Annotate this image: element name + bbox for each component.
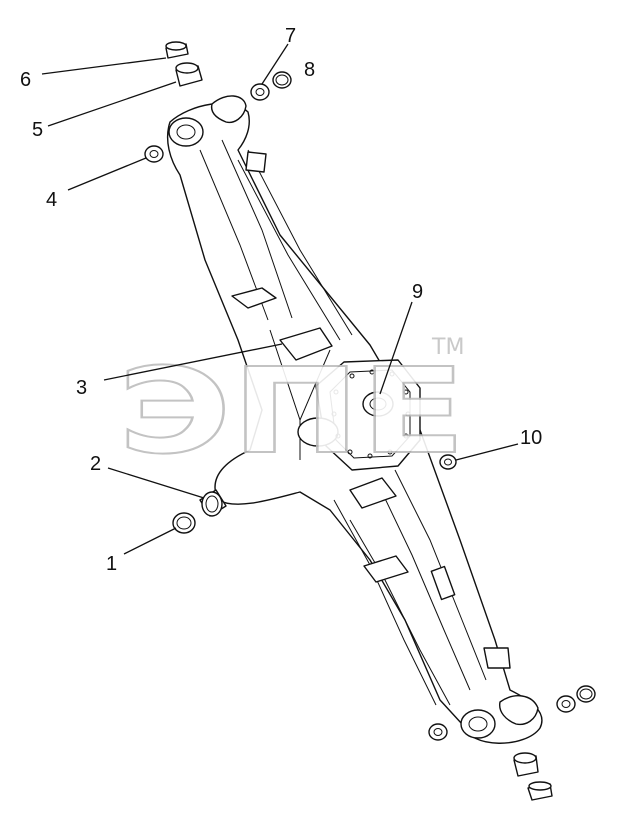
callout-4: 4 [46,189,57,211]
part-10-washer [439,454,457,470]
leader-lines [41,43,519,555]
housing-bolt-holes [331,369,411,459]
watermark-text: ЭПЕ [118,342,466,480]
callout-7: 7 [285,25,296,47]
part-1-ring [172,512,196,534]
callout-1: 1 [106,553,117,575]
callout-2: 2 [90,453,101,475]
axle-beam [166,95,543,744]
lower-cap [527,781,553,801]
part-6-cap [165,41,189,59]
callout-6: 6 [20,69,31,91]
part-5-bushing [175,62,203,87]
callout-labels: 6 5 4 7 8 9 3 2 1 10 [20,25,542,575]
callout-9: 9 [412,281,423,303]
watermark: ЭПЕ TM [117,335,467,481]
part-8-ring [272,71,292,89]
lower-washer-right [556,685,596,713]
lower-bushing [513,752,539,777]
watermark-tm: TM [431,335,464,360]
part-2-bushing [199,489,227,517]
part-7-washer [250,83,270,101]
callout-8: 8 [304,59,315,81]
callout-5: 5 [32,119,43,141]
part-4-washer [144,145,164,163]
callout-10: 10 [520,427,542,449]
callout-3: 3 [76,377,87,399]
lower-washer-left [428,723,448,741]
